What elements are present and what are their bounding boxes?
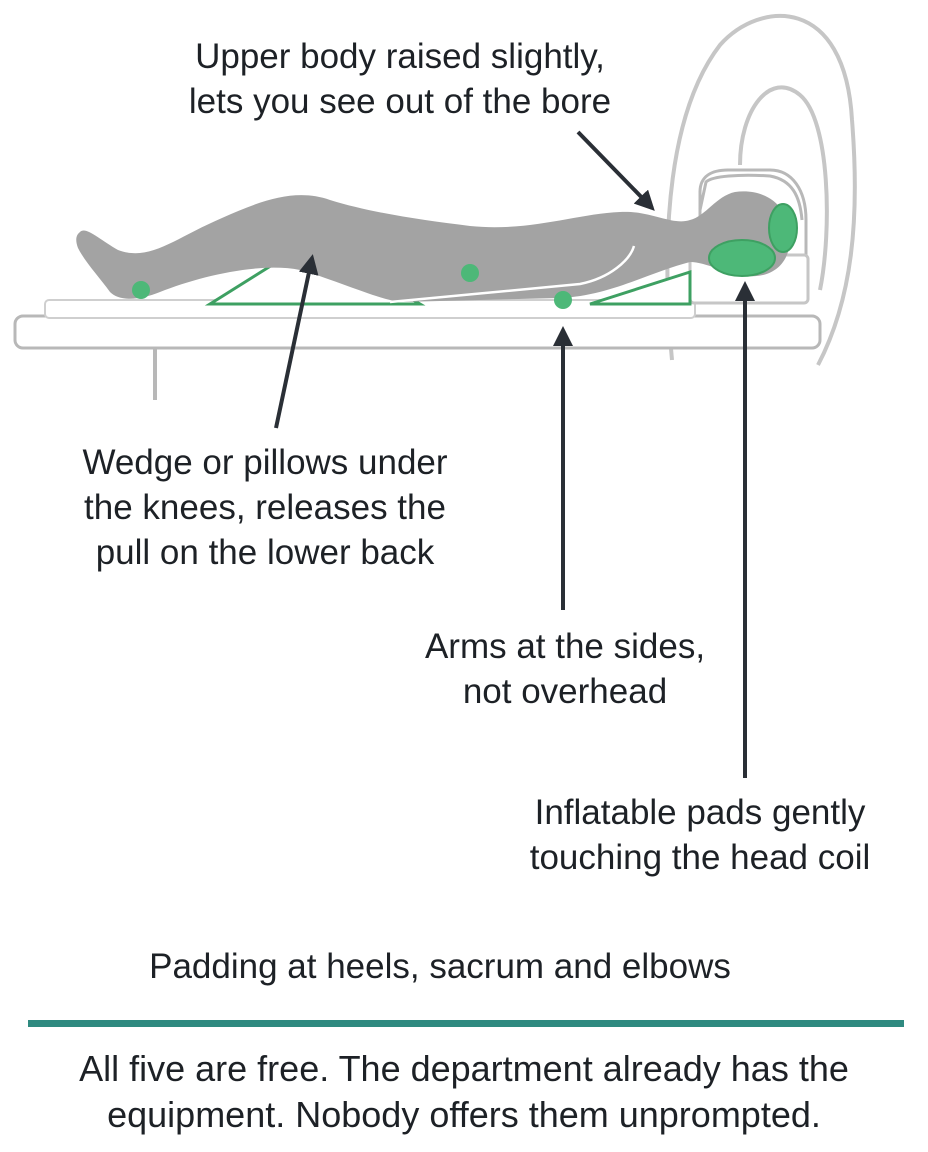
mri-bore-outer — [665, 14, 857, 366]
label-knee-wedge: Wedge or pillows under the knees, releas… — [82, 443, 448, 572]
heel-pad-dot — [132, 281, 150, 299]
footer-note: All five are free. The department alread… — [79, 1048, 849, 1135]
patient-body — [76, 191, 790, 302]
scanner-table — [13, 314, 822, 350]
head-pad-side — [768, 203, 798, 253]
sacrum-pad-dot — [554, 291, 572, 309]
patient-arm-line — [389, 245, 636, 304]
label-head-pads: Inflatable pads gently touching the head… — [529, 793, 871, 877]
elbow-pad-dot — [461, 264, 479, 282]
label-padding: Padding at heels, sacrum and elbows — [149, 947, 731, 986]
head-pad-back — [708, 239, 776, 277]
back-wedge — [589, 269, 692, 306]
mri-bore-inner — [738, 85, 829, 291]
label-arms: Arms at the sides, not overhead — [424, 627, 706, 711]
label-upper-body: Upper body raised slightly, lets you see… — [188, 37, 612, 121]
divider — [28, 1020, 904, 1027]
arrow-upper-body — [576, 130, 655, 211]
arrow-wedge — [274, 254, 319, 429]
head-coil-cage — [698, 173, 804, 221]
